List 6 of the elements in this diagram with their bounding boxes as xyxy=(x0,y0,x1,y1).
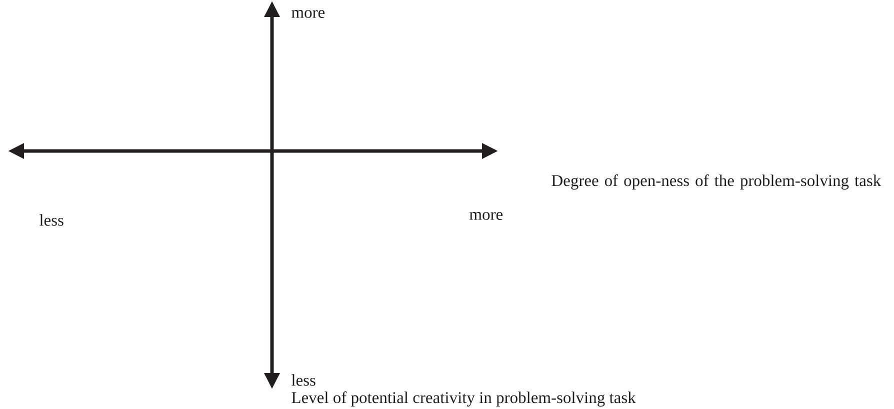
axis-label: less xyxy=(40,214,64,226)
axis-label: more xyxy=(292,10,325,18)
axis-label: Level of potential creativity in problem-solving task xyxy=(292,391,636,407)
axis-label: less xyxy=(292,374,316,386)
axis-label: more xyxy=(470,212,503,220)
axis-label: Degree of open-ness of the problem-solving task xyxy=(552,174,882,190)
